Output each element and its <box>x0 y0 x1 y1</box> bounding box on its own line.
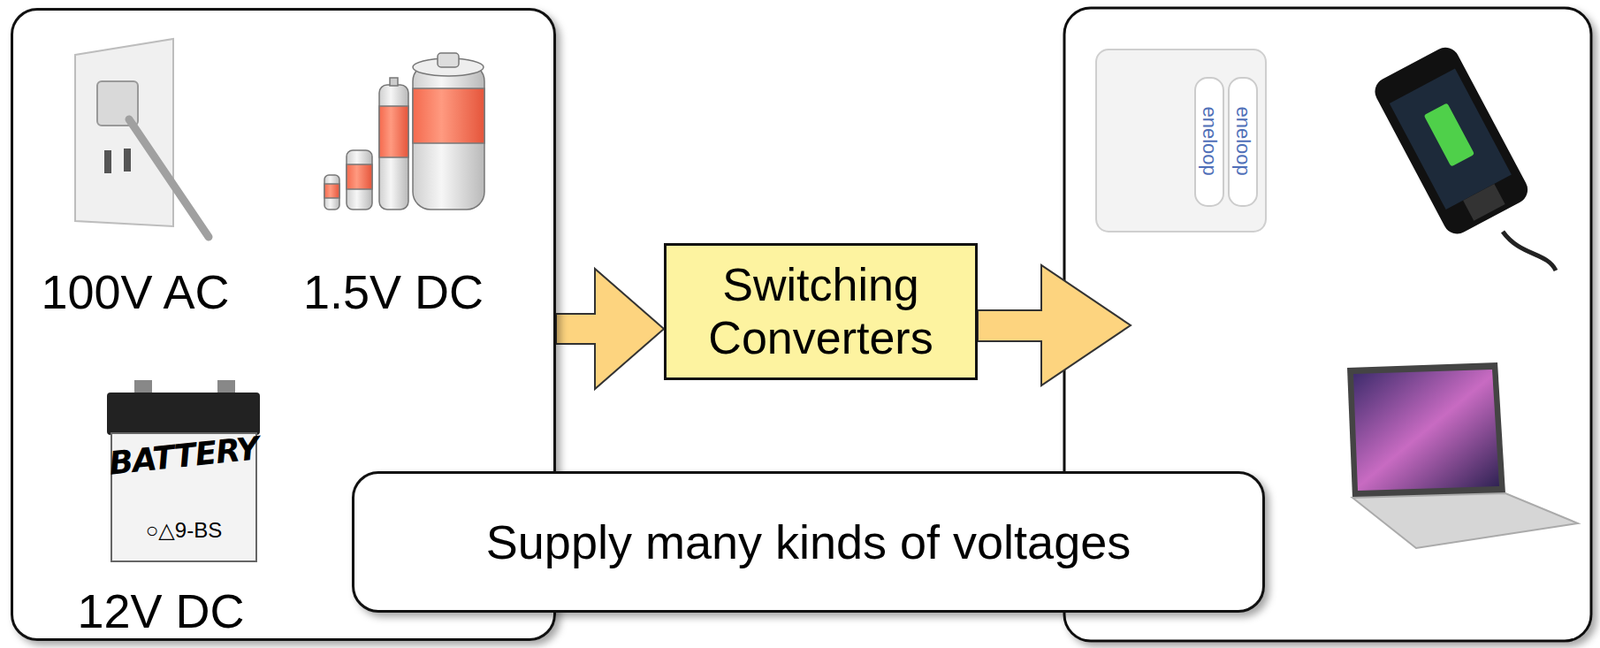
phone-icon <box>1370 42 1556 271</box>
laptop-icon <box>1347 362 1578 549</box>
converter-box: Switching Converters <box>663 243 978 381</box>
output-arrow <box>977 265 1131 386</box>
dry-cell-icons <box>324 53 485 210</box>
cell-brand: eneloop <box>1197 106 1220 176</box>
battery-model: ○△9-BS <box>145 518 222 543</box>
car-battery-icon <box>106 380 260 562</box>
node-text: 12V DC <box>76 583 244 639</box>
block-arrow <box>556 268 664 389</box>
node-text: 100V AC <box>40 264 229 320</box>
cell-brand: eneloop <box>1231 106 1254 176</box>
charger-icon <box>1096 49 1266 232</box>
node-text: 1.5V DC <box>303 264 484 320</box>
node-text: Switching Converters <box>681 259 960 366</box>
battery-brand: BATTERY <box>106 430 260 483</box>
outlet-icon <box>75 38 209 237</box>
node-text: Supply many kinds of voltages <box>486 514 1131 570</box>
summary-box: Supply many kinds of voltages <box>351 471 1265 613</box>
